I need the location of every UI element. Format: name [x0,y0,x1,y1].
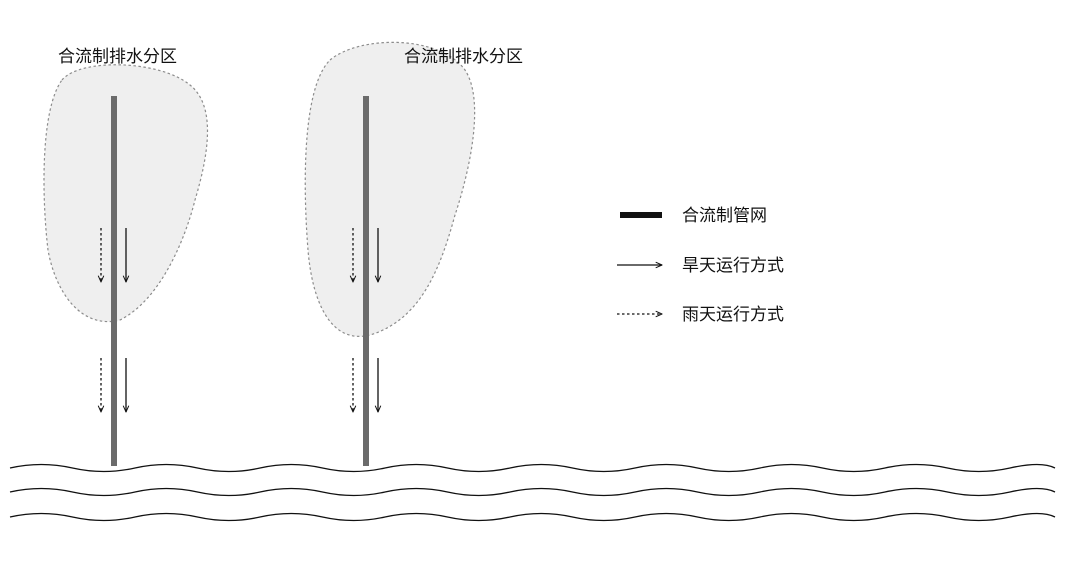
combined-pipe-2 [363,96,369,466]
zone-1-label: 合流制排水分区 [58,47,177,67]
water-body [9,463,1056,522]
drainage-zone-1-area [43,64,209,323]
legend-dry-label: 旱天运行方式 [682,256,784,276]
legend: 合流制管网 旱天运行方式 雨天运行方式 [617,206,784,325]
combined-pipe-1 [111,96,117,466]
legend-pipe-label: 合流制管网 [682,206,767,226]
zone-2-label: 合流制排水分区 [404,47,523,67]
water-wave-line [9,487,1056,497]
water-wave-line [9,463,1056,473]
drainage-zone-2-area [304,41,476,337]
legend-rain-label: 雨天运行方式 [682,305,784,325]
legend-pipe-symbol [620,212,662,218]
water-wave-line [9,512,1056,522]
